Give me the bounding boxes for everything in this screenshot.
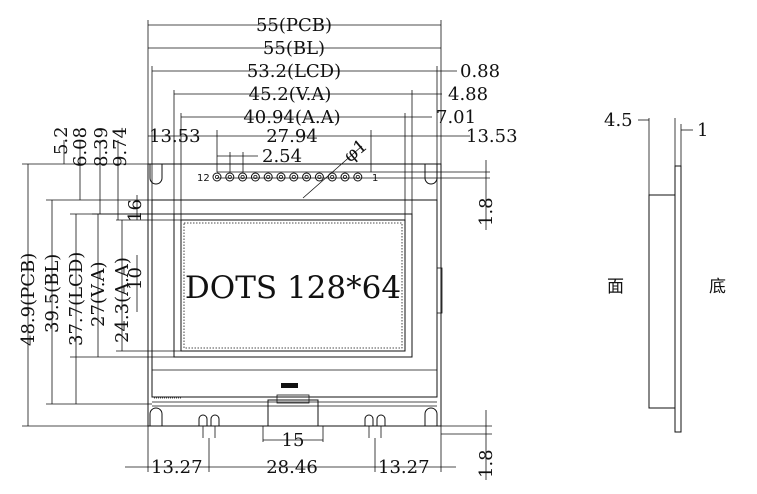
right-dimensions: 1.8 1.8 (441, 160, 497, 480)
side-view-pcb (674, 165, 682, 433)
pin-hole (263, 172, 273, 182)
dim-bottom-right: 13.27 (378, 457, 430, 478)
side-view-body (648, 194, 676, 409)
side-front-label: 面 (607, 277, 624, 297)
pin-hole (276, 172, 286, 182)
dim-pcb-width: 55(PCB) (256, 15, 332, 36)
pin-hole-inner (227, 174, 232, 179)
mounting-notch-top-left (149, 164, 163, 185)
pin-hole-inner (253, 174, 258, 179)
dim-bottom-left: 13.27 (151, 457, 203, 478)
dim-left-5-2: 5.2 (51, 126, 72, 155)
side-thickness: 4.5 (604, 110, 633, 131)
side-back-label: 底 (709, 277, 726, 297)
dim-lcd-width: 53.2(LCD) (247, 61, 341, 82)
pin-label-last: 1 (372, 173, 378, 184)
pin-hole (212, 172, 222, 182)
front-view: DOTS 128*64 12 1 (147, 163, 490, 442)
dim-va-height: 27(V.A) (88, 261, 109, 327)
pin-hole-inner (330, 174, 335, 179)
mounting-notch-bottom-right (424, 407, 438, 426)
dim-right-top-gap: 1.8 (476, 197, 497, 226)
pin-hole (225, 172, 235, 182)
dim-left-9-74: 9.74 (110, 127, 131, 167)
pin-hole (289, 172, 299, 182)
dim-pin-span: 27.94 (266, 126, 318, 147)
dim-aa-height: 24.3(A.A) (112, 257, 133, 343)
mounting-notch-bottom-left (149, 407, 163, 426)
pin-hole-inner (278, 174, 283, 179)
pin-hole-inner (342, 174, 347, 179)
pin-hole-inner (355, 174, 360, 179)
pin-hole-inner (266, 174, 271, 179)
dim-pin-pitch: 2.54 (262, 146, 302, 167)
mounting-notch-top-right (424, 164, 438, 185)
pin-row (212, 172, 363, 182)
dim-bl-width: 55(BL) (263, 38, 325, 59)
active-area (180, 219, 406, 352)
pin-hole-inner (291, 174, 296, 179)
dim-va-offset: 4.88 (448, 84, 488, 105)
bottom-dimensions: 13.27 28.46 13.27 15 (125, 426, 456, 478)
pin-label-first: 12 (197, 173, 210, 184)
top-dimensions: 55(PCB) 55(BL) 53.2(LCD) 0.88 45.2(V.A) … (147, 15, 518, 220)
dim-lcd-height: 37.7(LCD) (66, 252, 87, 346)
dim-va-width: 45.2(V.A) (249, 84, 332, 105)
dim-bottom-center: 28.46 (266, 457, 318, 478)
left-dimensions: 5.2 6.08 8.39 9.74 48.9(PCB) 39.5(BL) 37… (18, 126, 181, 427)
pin-hole (327, 172, 337, 182)
dim-left-10: 10 (125, 267, 146, 290)
pin-hole (353, 172, 363, 182)
dim-aa-width: 40.94(A.A) (243, 107, 340, 128)
dim-lcd-offset: 0.88 (460, 61, 500, 82)
dim-left-6-08: 6.08 (70, 127, 91, 167)
dim-left-pin-offset: 13.53 (149, 126, 201, 147)
pin-hole-inner (214, 174, 219, 179)
dim-left-8-39: 8.39 (91, 127, 112, 167)
pin-hole (340, 172, 350, 182)
dim-right-bottom-gap: 1.8 (476, 449, 497, 478)
dim-pcb-height: 48.9(PCB) (18, 253, 39, 346)
dim-aa-offset: 7.01 (436, 107, 476, 128)
dim-left-16: 16 (125, 199, 146, 222)
dim-connector-width: 15 (282, 430, 305, 451)
pin-hole-inner (317, 174, 322, 179)
side-pcb-thickness: 1 (697, 120, 708, 141)
pin-hole (314, 172, 324, 182)
dim-right-pin-offset: 13.53 (466, 126, 518, 147)
fpc-connector (267, 399, 319, 427)
pin-hole (250, 172, 260, 182)
pin-hole (238, 172, 248, 182)
side-view: 4.5 1 面 底 (604, 110, 726, 433)
pin-hole-inner (240, 174, 245, 179)
dim-hole-diameter: φ1 (340, 135, 372, 167)
display-text: DOTS 128*64 (185, 270, 401, 306)
viewing-area (173, 213, 413, 358)
pin-hole-inner (304, 174, 309, 179)
pin-hole (302, 172, 312, 182)
dim-bl-height: 39.5(BL) (42, 254, 63, 333)
